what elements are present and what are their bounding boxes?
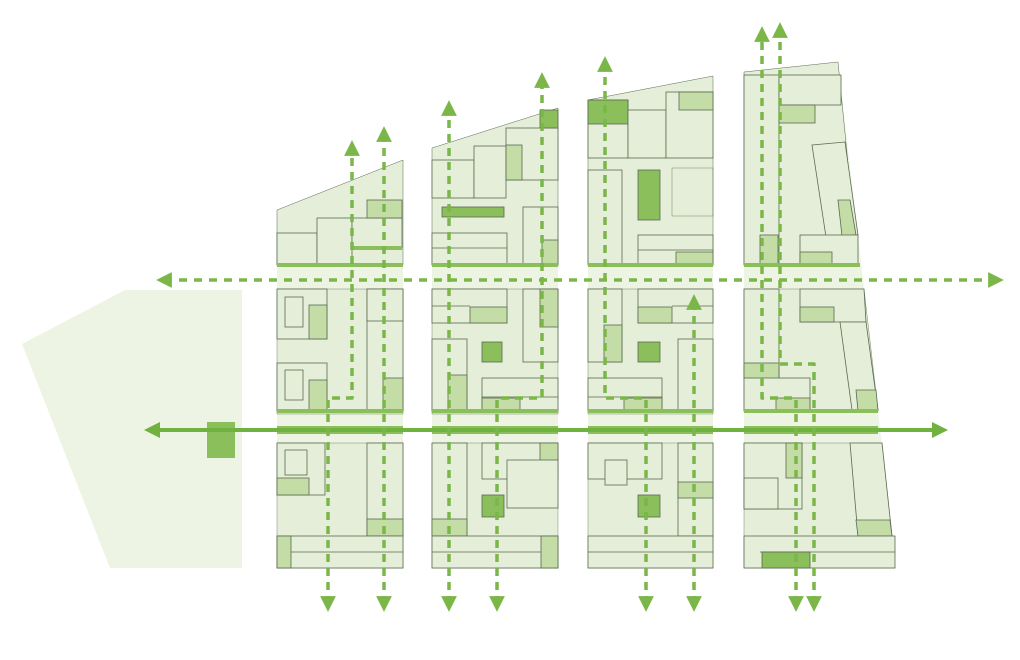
block-col2-row2 (431, 288, 559, 415)
block-col4-row2 (743, 288, 879, 413)
route-col4-b (772, 22, 822, 612)
route-col1-a (320, 140, 360, 612)
route-col2-b (489, 72, 550, 612)
west-open-space (22, 290, 242, 568)
route-col3-a (597, 56, 654, 612)
block-col2-row1 (431, 107, 559, 267)
block-col2-row3 (431, 442, 559, 569)
block-col4-row1 (743, 61, 860, 267)
vertical-routes (320, 22, 822, 612)
block-col4-row3 (743, 442, 896, 569)
